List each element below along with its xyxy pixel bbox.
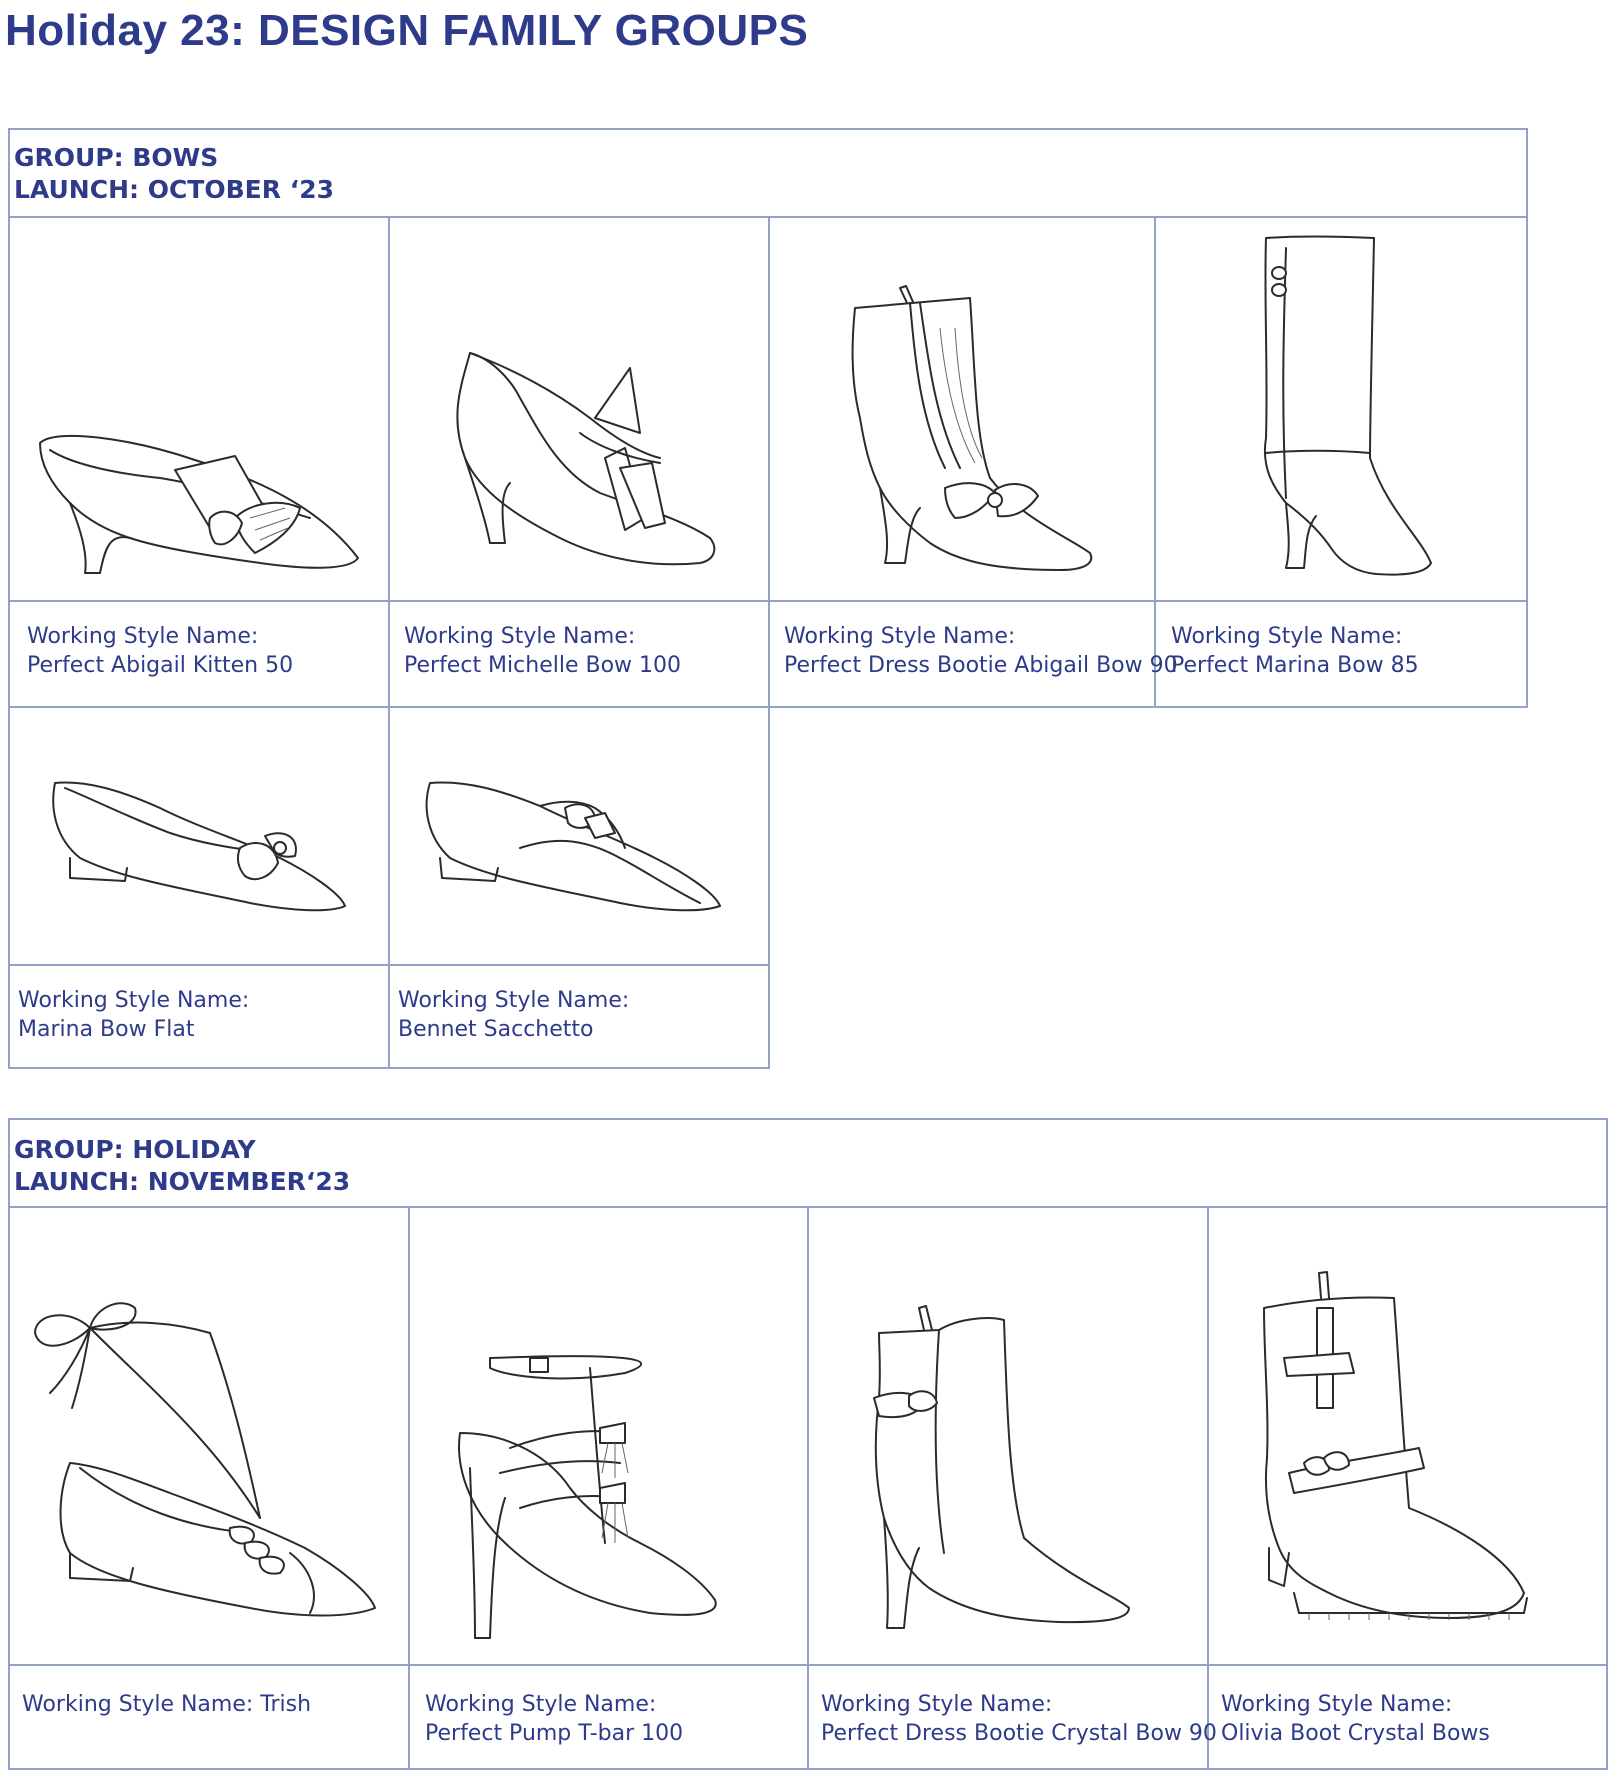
style-label-prefix: Working Style Name: bbox=[18, 988, 250, 1013]
style-label: Working Style Name: Marina Bow Flat bbox=[18, 986, 249, 1044]
style-label: Working Style Name: Perfect Marina Bow 8… bbox=[1171, 622, 1419, 680]
crystal-bow-bootie-sketch bbox=[873, 1305, 1130, 1629]
style-card-perfect-abigail-kitten-50 bbox=[10, 218, 388, 600]
lug-sole-boot-sketch bbox=[1263, 1271, 1528, 1620]
style-label: Working Style Name: Perfect Abigail Kitt… bbox=[27, 622, 293, 680]
style-card-bennet-sacchetto bbox=[390, 708, 768, 964]
group-holiday-header: GROUP: HOLIDAY LAUNCH: NOVEMBER‘23 bbox=[10, 1122, 1590, 1207]
style-name: Perfect Pump T-bar 100 bbox=[425, 1721, 684, 1746]
style-label-prefix: Working Style Name: bbox=[821, 1692, 1053, 1717]
style-card-perfect-dress-bootie-abigail-bow-90 bbox=[770, 218, 1154, 600]
style-label-prefix: Working Style Name: bbox=[1221, 1692, 1453, 1717]
page-title: Holiday 23: DESIGN FAMILY GROUPS bbox=[5, 6, 809, 55]
style-label: Working Style Name: Perfect Dress Bootie… bbox=[784, 622, 1178, 680]
style-label: Working Style Name: Bennet Sacchetto bbox=[398, 986, 629, 1044]
t-bar-stiletto-sketch bbox=[458, 1355, 717, 1639]
style-label-prefix: Working Style Name: bbox=[398, 988, 630, 1013]
dress-bootie-sketch bbox=[851, 285, 1093, 571]
style-name: Perfect Abigail Kitten 50 bbox=[27, 653, 294, 678]
kitten-heel-mule-sketch bbox=[39, 434, 359, 574]
style-card-olivia-boot-crystal-bows bbox=[1209, 1208, 1606, 1664]
style-label: Working Style Name: Perfect Pump T-bar 1… bbox=[425, 1690, 683, 1748]
group-name: GROUP: BOWS bbox=[14, 143, 219, 172]
style-label: Working Style Name: Perfect Dress Bootie… bbox=[821, 1690, 1217, 1748]
group-holiday-table bbox=[8, 1118, 1608, 1770]
style-name: Olivia Boot Crystal Bows bbox=[1221, 1721, 1490, 1746]
tall-boot-sketch bbox=[1263, 235, 1432, 576]
style-label-prefix: Working Style Name: bbox=[1171, 624, 1403, 649]
high-heel-pump-sketch bbox=[456, 352, 716, 566]
style-label: Working Style Name: Trish bbox=[22, 1690, 311, 1719]
style-card-perfect-michelle-bow-100 bbox=[390, 218, 768, 600]
launch-date: LAUNCH: NOVEMBER‘23 bbox=[14, 1167, 351, 1196]
style-card-perfect-marina-bow-85 bbox=[1156, 218, 1526, 600]
style-name: Marina Bow Flat bbox=[18, 1017, 195, 1042]
style-card-perfect-pump-t-bar-100 bbox=[410, 1208, 807, 1664]
style-label: Working Style Name: Perfect Michelle Bow… bbox=[404, 622, 681, 680]
style-name: Perfect Marina Bow 85 bbox=[1171, 653, 1419, 678]
style-label-prefix: Working Style Name: bbox=[27, 624, 259, 649]
style-name: Perfect Dress Bootie Crystal Bow 90 bbox=[821, 1721, 1217, 1746]
group-name: GROUP: HOLIDAY bbox=[14, 1135, 256, 1164]
bow-flat-sketch bbox=[52, 781, 346, 912]
style-name: Bennet Sacchetto bbox=[398, 1017, 594, 1042]
style-label-prefix: Working Style Name: bbox=[425, 1692, 657, 1717]
style-label-prefix: Working Style Name: Trish bbox=[22, 1692, 312, 1717]
style-card-marina-bow-flat bbox=[10, 708, 388, 964]
style-label: Working Style Name: Olivia Boot Crystal … bbox=[1221, 1690, 1490, 1748]
launch-date: LAUNCH: OCTOBER ‘23 bbox=[14, 175, 334, 204]
style-card-perfect-dress-bootie-crystal-bow-90 bbox=[809, 1208, 1207, 1664]
style-card-trish bbox=[10, 1208, 408, 1664]
style-name: Perfect Dress Bootie Abigail Bow 90 bbox=[784, 653, 1178, 678]
group-bows-header: GROUP: BOWS LAUNCH: OCTOBER ‘23 bbox=[10, 130, 1510, 215]
style-name: Perfect Michelle Bow 100 bbox=[404, 653, 682, 678]
ribbon-tie-flat-sketch bbox=[34, 1302, 376, 1617]
loafer-slipper-sketch bbox=[425, 781, 721, 912]
style-label-prefix: Working Style Name: bbox=[784, 624, 1016, 649]
style-label-prefix: Working Style Name: bbox=[404, 624, 636, 649]
